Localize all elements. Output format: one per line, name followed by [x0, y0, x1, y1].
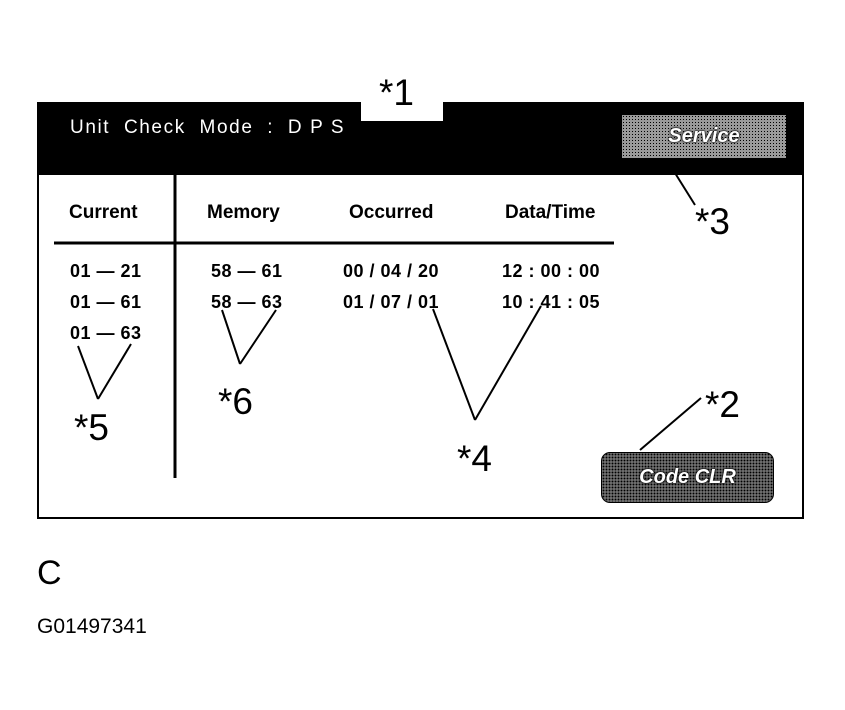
memory-code-1: 58 — 61	[211, 261, 283, 281]
occurred-date-2: 01 / 07 / 01	[343, 292, 440, 312]
code-clr-button[interactable]: Code CLR	[601, 452, 774, 503]
callout-5: *5	[74, 407, 109, 448]
callout-6: *6	[218, 381, 253, 422]
header-current: Current	[69, 202, 138, 223]
occurred-date-1: 00 / 04 / 20	[343, 261, 440, 281]
current-code-1: 01 — 21	[70, 261, 142, 281]
header-memory: Memory	[207, 202, 280, 223]
unit-check-screen: Unit Check Mode : D P S Service Current …	[37, 102, 804, 519]
callout-2: *2	[705, 384, 740, 425]
screen-title: Unit Check Mode : D P S	[70, 117, 346, 138]
memory-code-2: 58 — 63	[211, 292, 283, 312]
figure-code: G01497341	[37, 615, 147, 638]
callout-4: *4	[457, 438, 492, 479]
service-button[interactable]: Service	[622, 115, 786, 158]
header-datetime: Data/Time	[505, 202, 596, 223]
time-2: 10 : 41 : 05	[502, 292, 601, 312]
title-notch	[361, 100, 443, 121]
current-code-2: 01 — 61	[70, 292, 142, 312]
callout-3: *3	[695, 201, 730, 242]
header-occurred: Occurred	[349, 202, 434, 223]
figure-letter: C	[37, 554, 62, 592]
callout-1: *1	[379, 72, 414, 113]
current-code-3: 01 — 63	[70, 323, 142, 343]
time-1: 12 : 00 : 00	[502, 261, 601, 281]
